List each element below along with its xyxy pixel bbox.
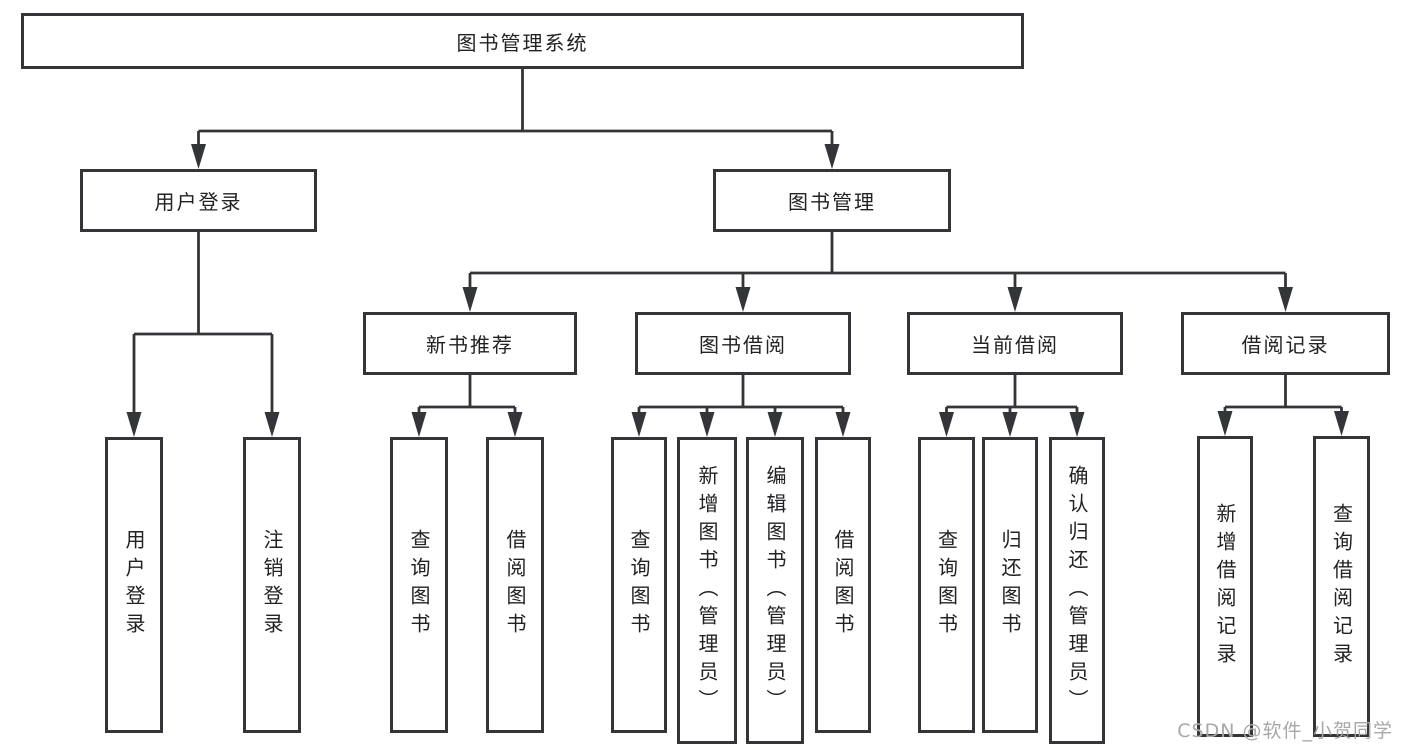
node-logout: 注销登录	[243, 437, 301, 733]
arrowhead-icon	[1217, 411, 1233, 436]
arrowhead-icon	[264, 412, 280, 437]
arrowhead-icon	[462, 287, 478, 312]
node-new-book-rec: 新书推荐	[363, 312, 577, 375]
arrowhead-icon	[1069, 412, 1085, 437]
node-label-return-book: 归还图书	[998, 529, 1022, 641]
arrowhead-icon	[1278, 287, 1293, 312]
node-label-query-book-1: 查询图书	[407, 529, 431, 641]
arrowhead-icon	[767, 412, 783, 437]
node-return-book: 归还图书	[982, 437, 1038, 733]
arrowhead-icon	[1334, 411, 1349, 436]
node-label-new-book-rec: 新书推荐	[426, 333, 514, 357]
node-borrow-book-2: 借阅图书	[815, 437, 871, 733]
node-label-add-borrow-record: 新增借阅记录	[1213, 502, 1237, 671]
node-login: 用户登录	[105, 437, 163, 733]
node-label-borrow-records: 借阅记录	[1241, 333, 1330, 357]
node-label-query-book-3: 查询图书	[934, 529, 959, 641]
node-user-login: 用户登录	[80, 169, 317, 232]
connector-new-book-rec	[411, 375, 523, 437]
node-confirm-return: 确认归还（管理员）	[1049, 437, 1105, 744]
node-add-borrow-record: 新增借阅记录	[1197, 436, 1253, 737]
connector-current-borrow	[939, 375, 1085, 437]
node-label-root: 图书管理系统	[456, 30, 589, 55]
arrowhead-icon	[735, 287, 751, 312]
node-book-mgmt: 图书管理	[713, 169, 951, 232]
arrowhead-icon	[824, 144, 840, 169]
node-label-query-book-2: 查询图书	[627, 529, 651, 641]
node-label-login: 用户登录	[122, 529, 146, 641]
node-label-book-borrow: 图书借阅	[699, 333, 787, 357]
watermark: CSDN @软件_小贺同学	[1177, 720, 1393, 742]
arrowhead-icon	[631, 412, 647, 437]
arrowhead-icon	[1002, 412, 1018, 437]
arrowhead-icon	[699, 412, 715, 437]
node-label-confirm-return: 确认归还（管理员）	[1065, 464, 1089, 717]
arrowhead-icon	[191, 144, 206, 169]
arrowhead-icon	[507, 412, 523, 437]
node-current-borrow: 当前借阅	[907, 312, 1123, 375]
node-label-borrow-book-2: 借阅图书	[831, 529, 855, 641]
connector-root	[191, 69, 840, 169]
node-borrow-records: 借阅记录	[1181, 312, 1390, 375]
node-book-borrow: 图书借阅	[635, 312, 851, 375]
node-query-book-2: 查询图书	[611, 437, 667, 733]
node-label-add-book: 新增图书（管理员）	[695, 464, 719, 717]
arrowhead-icon	[835, 412, 851, 437]
connector-borrow-records	[1217, 375, 1349, 436]
connector-book-borrow	[631, 375, 851, 437]
arrowhead-icon	[939, 412, 954, 437]
arrowhead-icon	[1007, 287, 1023, 312]
node-label-book-mgmt: 图书管理	[788, 190, 876, 214]
node-query-book-3: 查询图书	[918, 437, 975, 733]
node-query-book-1: 查询图书	[390, 437, 448, 733]
node-query-borrow-record: 查询借阅记录	[1313, 436, 1370, 737]
node-label-query-borrow-record: 查询借阅记录	[1329, 502, 1354, 671]
node-label-borrow-book-1: 借阅图书	[503, 529, 527, 641]
node-edit-book: 编辑图书（管理员）	[746, 437, 804, 744]
node-add-book: 新增图书（管理员）	[677, 437, 737, 744]
arrowhead-icon	[411, 412, 427, 437]
node-root: 图书管理系统	[21, 13, 1024, 69]
connector-book-mgmt	[462, 232, 1293, 312]
arrowhead-icon	[126, 412, 142, 437]
node-label-user-login: 用户登录	[154, 190, 243, 214]
connector-user-login	[126, 232, 280, 437]
node-label-edit-book: 编辑图书（管理员）	[763, 464, 787, 717]
node-label-current-borrow: 当前借阅	[971, 333, 1059, 357]
node-label-logout: 注销登录	[260, 529, 284, 641]
node-borrow-book-1: 借阅图书	[486, 437, 544, 733]
